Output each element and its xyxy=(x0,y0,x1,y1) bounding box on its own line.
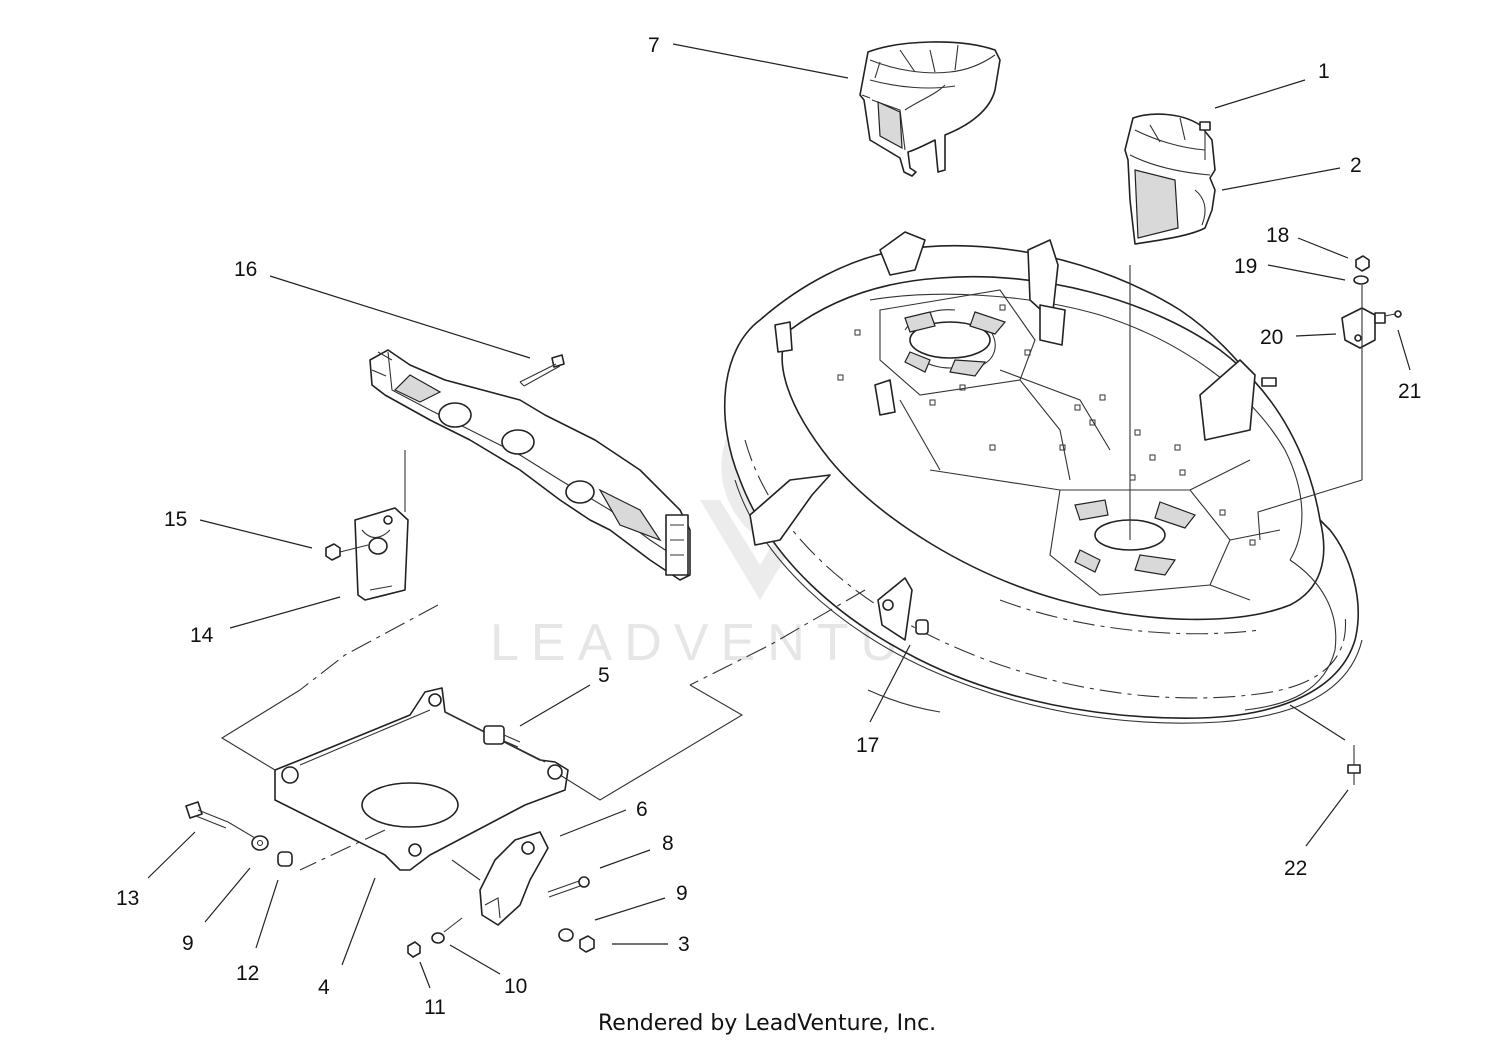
part-8-bolt xyxy=(547,876,590,898)
part-20-bracket xyxy=(1341,307,1376,349)
callout-6: 6 xyxy=(636,798,648,821)
callout-18: 18 xyxy=(1266,224,1289,247)
callout-12: 12 xyxy=(236,962,259,985)
callout-15: 15 xyxy=(164,508,187,531)
deck-support-arm xyxy=(369,349,691,581)
part-12-spacer xyxy=(277,851,293,867)
part-18-nut xyxy=(1355,255,1370,272)
callout-20: 20 xyxy=(1260,326,1283,349)
callout-7: 7 xyxy=(648,34,660,57)
leader-lines xyxy=(147,43,1411,989)
part-14-bracket xyxy=(354,507,409,601)
part-6-bracket xyxy=(479,831,549,926)
part-17-bracket xyxy=(877,577,929,641)
callout-3: 3 xyxy=(678,933,690,956)
part-10-11-fasteners xyxy=(407,932,445,958)
callout-2: 2 xyxy=(1350,154,1362,177)
part-13-bolt xyxy=(185,801,229,829)
callouts: 7 1 2 18 19 20 21 16 15 14 5 17 6 8 9 3 … xyxy=(116,34,1421,1019)
callout-19: 19 xyxy=(1234,255,1257,278)
callout-22: 22 xyxy=(1284,857,1307,880)
part-19-washer xyxy=(1353,275,1369,285)
callout-9-left: 9 xyxy=(182,932,194,955)
part-1-screw xyxy=(1199,121,1211,160)
callout-9-right: 9 xyxy=(676,882,688,905)
callout-14: 14 xyxy=(190,624,214,647)
part-5-pin xyxy=(483,725,521,748)
part-3-nut-9-washer xyxy=(558,928,595,953)
callout-13: 13 xyxy=(116,887,139,910)
credit-text: Rendered by LeadVenture, Inc. xyxy=(598,1011,936,1036)
part-16-bolt xyxy=(519,354,565,387)
callout-17: 17 xyxy=(856,734,879,757)
callout-16: 16 xyxy=(234,258,257,281)
part-15-nut xyxy=(325,543,369,561)
part-22-screw xyxy=(1347,764,1361,785)
callout-11: 11 xyxy=(424,996,446,1019)
part-2-discharge-cover xyxy=(1124,113,1216,245)
callout-21: 21 xyxy=(1398,380,1421,403)
part-21-bolt xyxy=(1374,310,1402,324)
callout-5: 5 xyxy=(598,664,610,687)
callout-8: 8 xyxy=(662,832,674,855)
part-4-front-bracket xyxy=(274,687,569,871)
part-7-discharge-cover xyxy=(859,41,1001,177)
callout-10: 10 xyxy=(504,975,527,998)
part-9-washer xyxy=(251,835,269,851)
callout-1: 1 xyxy=(1318,60,1330,83)
callout-4: 4 xyxy=(318,976,330,999)
assembly-lines xyxy=(220,265,1363,933)
